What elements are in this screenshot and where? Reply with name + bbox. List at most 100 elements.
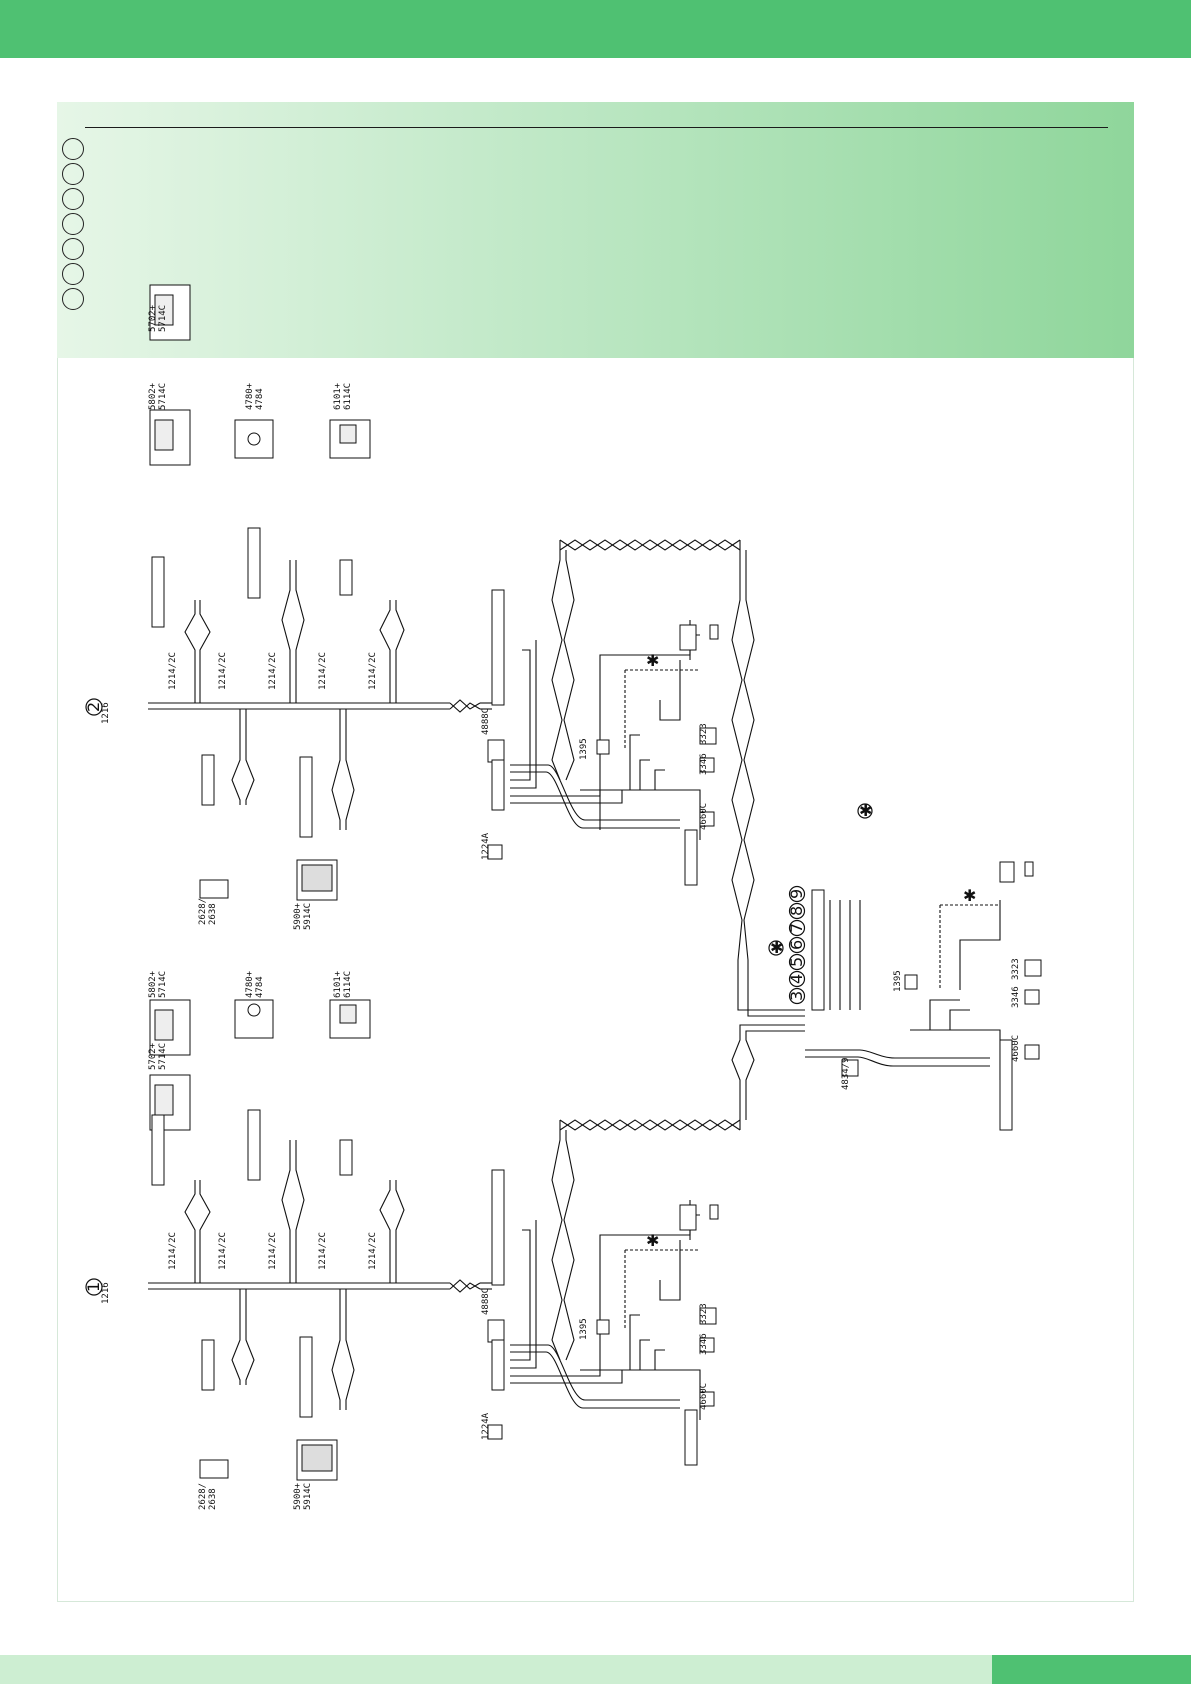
label-2628b-sys1: 2638 xyxy=(208,1488,218,1510)
label-1214-i: 1214/2C xyxy=(318,1232,328,1270)
label-4834: 4834/9 xyxy=(841,1057,851,1090)
label-5802a: 5802+ xyxy=(148,382,158,410)
device-1224 xyxy=(487,844,503,860)
top-banner xyxy=(0,0,1191,58)
selector-4834 xyxy=(841,1059,859,1077)
label-5900a-sys1: 5900+ xyxy=(293,1482,303,1510)
label-5802b: 5714C xyxy=(158,383,168,410)
device-3323-sys1 xyxy=(699,1307,717,1325)
marker-1: 1 xyxy=(84,1282,103,1292)
label-5702a: 5702+ xyxy=(148,304,158,332)
device-3346-central xyxy=(1024,989,1040,1005)
door-lock-top xyxy=(679,624,697,651)
handset-2628-sys1 xyxy=(199,1459,229,1479)
label-4660: 4660C xyxy=(699,803,709,830)
device-4888-sys1 xyxy=(487,1319,505,1343)
header-bullet-list xyxy=(62,138,88,313)
label-5802b-sys1: 5714C xyxy=(158,971,168,998)
label-1214-h: 1214/2C xyxy=(268,1232,278,1270)
marker-6: 6 xyxy=(787,940,806,950)
device-1224-sys1 xyxy=(487,1424,503,1440)
label-1214-j: 1214/2C xyxy=(368,1232,378,1270)
label-1224: 1224A xyxy=(481,832,491,860)
system-2-wiring xyxy=(148,539,805,1017)
label-1395-sys1: 1395 xyxy=(579,1318,589,1340)
label-4660-central: 4660C xyxy=(1011,1035,1021,1062)
device-4660-central xyxy=(1024,1044,1040,1060)
bullet-circle xyxy=(62,263,84,285)
device-3346-sys1 xyxy=(699,1337,715,1353)
door-panel-6101 xyxy=(329,419,371,459)
system-1-wiring xyxy=(148,1024,805,1420)
label-4780b-sys1: 4784 xyxy=(255,976,265,998)
bullet-circle xyxy=(62,213,84,235)
device-3323 xyxy=(699,727,717,745)
label-3323: 3323 xyxy=(699,723,709,745)
star-lock-sys1: ✱ xyxy=(646,1231,659,1250)
label-1214-a: 1214/2C xyxy=(168,652,178,690)
marker-5: 5 xyxy=(787,957,806,967)
star-marker-top: ✱ xyxy=(859,801,872,820)
marker-7: 7 xyxy=(787,923,806,933)
label-6101b-sys1: 6114C xyxy=(343,971,353,998)
label-1214-d: 1214/2C xyxy=(318,652,328,690)
star-lock-sys2: ✱ xyxy=(646,651,659,670)
label-1214-e: 1214/2C xyxy=(368,652,378,690)
label-5900b: 5914C xyxy=(303,903,313,930)
header-band xyxy=(57,102,1134,358)
device-3323-central xyxy=(1024,959,1042,977)
marker-9: 9 xyxy=(787,889,806,899)
label-5702b: 5714C xyxy=(158,305,168,332)
label-3323-sys1: 3323 xyxy=(699,1303,709,1325)
label-5900a: 5900+ xyxy=(293,902,303,930)
label-3323-central: 3323 xyxy=(1011,958,1021,980)
label-6101a-sys1: 6101+ xyxy=(333,970,343,998)
label-4888: 4888C xyxy=(481,708,491,735)
device-1395 xyxy=(596,739,610,755)
label-2628a: 2628/ xyxy=(198,898,208,925)
label-4888-sys1: 4888C xyxy=(481,1288,491,1315)
label-1214-f: 1214/2C xyxy=(168,1232,178,1270)
bullet-circle xyxy=(62,188,84,210)
label-6101a: 6101+ xyxy=(333,382,343,410)
door-lock-central xyxy=(999,861,1015,883)
label-1214-c: 1214/2C xyxy=(268,652,278,690)
label-4780a: 4780+ xyxy=(245,382,255,410)
header-divider xyxy=(85,127,1108,128)
label-5702a-sys1: 5702+ xyxy=(148,1042,158,1070)
device-4660-sys1 xyxy=(699,1391,715,1407)
label-1214-g: 1214/2C xyxy=(218,1232,228,1270)
label-3346-sys1: 3346 xyxy=(699,1333,709,1355)
marker-8: 8 xyxy=(787,906,806,916)
label-1395: 1395 xyxy=(579,738,589,760)
marker-4: 4 xyxy=(787,974,806,984)
label-1216-sys2: 1216 xyxy=(101,702,111,724)
label-3346: 3346 xyxy=(699,753,709,775)
label-4780a-sys1: 4780+ xyxy=(245,970,255,998)
device-1395-sys1 xyxy=(596,1319,610,1335)
label-1216-sys1: 1216 xyxy=(101,1282,111,1304)
device-4888 xyxy=(487,739,505,763)
label-1395-central: 1395 xyxy=(893,970,903,992)
device-4660 xyxy=(699,811,715,827)
label-5802a-sys1: 5802+ xyxy=(148,970,158,998)
label-4660-sys1: 4660C xyxy=(699,1383,709,1410)
label-5900b-sys1: 5914C xyxy=(303,1483,313,1510)
marker-2: 2 xyxy=(84,702,103,712)
handset-2628 xyxy=(199,879,229,899)
label-3346-central: 3346 xyxy=(1011,986,1021,1008)
device-1395-central xyxy=(904,974,918,990)
label-1224-sys1: 1224A xyxy=(481,1412,491,1440)
label-2628a-sys1: 2628/ xyxy=(198,1483,208,1510)
label-4780b: 4784 xyxy=(255,388,265,410)
label-5702b-sys1: 5714C xyxy=(158,1043,168,1070)
star-marker-center: ✱ xyxy=(770,938,783,957)
label-6101b: 6114C xyxy=(343,383,353,410)
bottom-banner-accent xyxy=(992,1655,1191,1684)
door-lock-bottom xyxy=(679,1204,697,1231)
device-3346 xyxy=(699,757,715,773)
bullet-circle xyxy=(62,163,84,185)
bullet-circle xyxy=(62,288,84,310)
marker-3: 3 xyxy=(787,991,806,1001)
